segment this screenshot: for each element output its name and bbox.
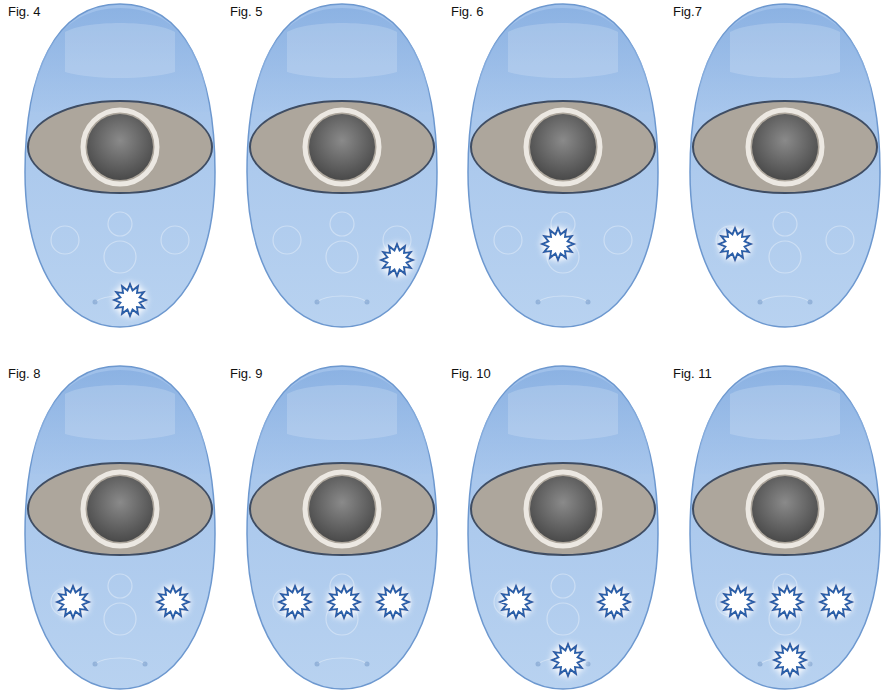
device-fig5 bbox=[247, 4, 437, 327]
device-fig7 bbox=[690, 4, 880, 327]
device-fig6 bbox=[468, 4, 658, 327]
figure-label: Fig. 11 bbox=[673, 366, 712, 381]
device-fig9 bbox=[247, 366, 437, 689]
figure-label: Fig. 4 bbox=[8, 4, 41, 19]
figure-label: Fig. 10 bbox=[451, 366, 491, 381]
figure-label: Fig. 5 bbox=[230, 4, 263, 19]
figure-label: Fig.7 bbox=[673, 4, 702, 19]
figure-label: Fig. 9 bbox=[230, 366, 263, 381]
device-fig4 bbox=[25, 4, 215, 327]
figure-label: Fig. 8 bbox=[8, 366, 41, 381]
device-fig10 bbox=[468, 366, 658, 689]
device-fig8 bbox=[25, 366, 215, 689]
device-fig11 bbox=[690, 366, 880, 689]
figure-label: Fig. 6 bbox=[451, 4, 484, 19]
